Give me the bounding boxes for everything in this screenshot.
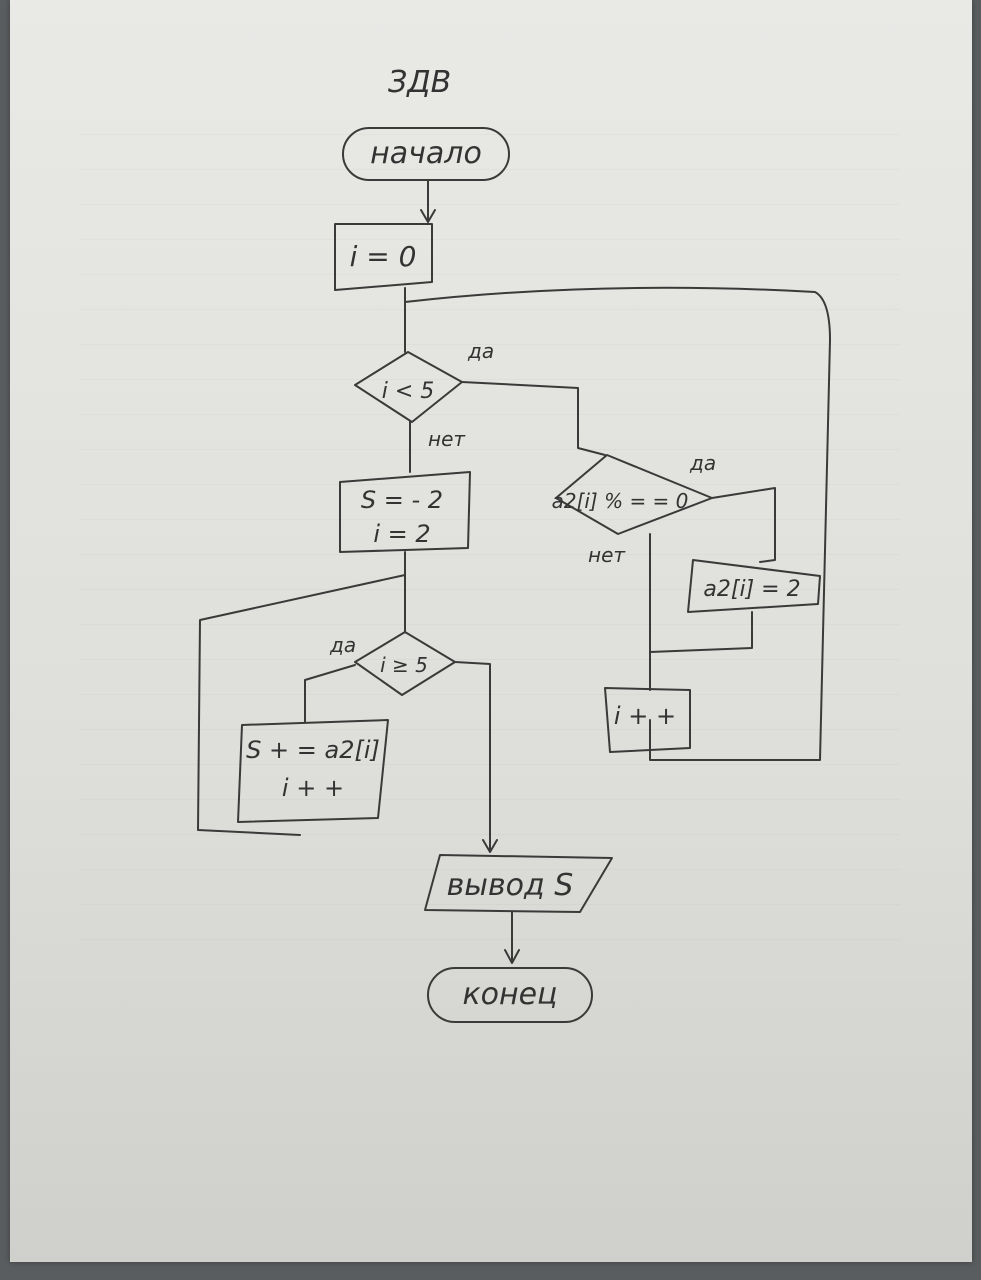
decision-mod: a2[i] % = = 0 [552,454,713,535]
output-text: вывод S [447,868,574,903]
assign-mod-box: a2[i] = 2 [687,559,821,613]
start-terminal: начало [342,127,510,181]
init-i-text: i = 2 [373,520,430,548]
init-text: i = 0 [350,240,417,273]
decision-loop-text: i < 5 [382,379,435,404]
header-label: ЗДВ [388,65,451,100]
sum-line2-text: i + + [282,774,344,802]
label-yes-mod: да [689,451,716,475]
decision-mod-text: a2[i] % = = 0 [552,489,689,513]
init-sum-box: S = - 2 i = 2 [339,471,471,553]
end-text: конец [463,977,558,1012]
end-terminal: конец [427,967,593,1023]
decision-sum: i ≥ 5 [354,631,456,696]
sum-line1-text: S + = a2[i] [246,736,380,764]
label-yes-loop: да [467,339,494,363]
paper-sheet [10,0,972,1262]
sum-box: S + = a2[i] i + + [237,719,389,823]
assign-mod-text: a2[i] = 2 [703,577,800,602]
label-no-mod: нет [588,543,626,567]
init-s-text: S = - 2 [361,486,443,514]
label-yes-sum: да [329,633,356,657]
decision-sum-text: i ≥ 5 [380,653,428,677]
decision-loop: i < 5 [354,351,463,423]
output-box: вывод S [424,854,613,913]
label-no-loop: нет [428,427,466,451]
init-box: i = 0 [334,223,433,291]
start-text: начало [370,136,482,171]
incr-top-box: i + + [604,687,691,753]
incr-top-text: i + + [614,702,676,730]
